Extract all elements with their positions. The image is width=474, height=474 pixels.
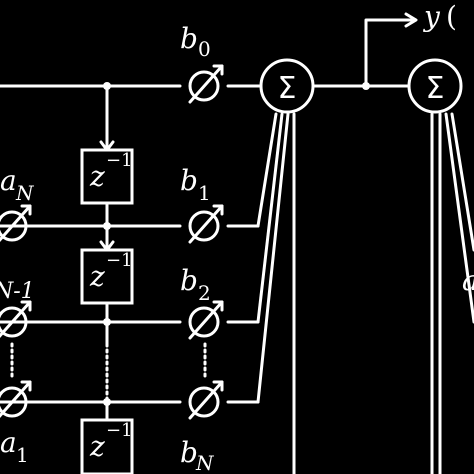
multiplier-aN	[0, 204, 32, 243]
delay-1-z: z	[89, 160, 105, 193]
junction-dot	[103, 222, 111, 230]
multiplier-b2	[188, 300, 224, 340]
label-b2-base: b	[180, 264, 198, 297]
output-label-base: y	[422, 0, 441, 33]
label-aN-1-sub: N-1	[0, 279, 35, 304]
delay-2-exp: −1	[106, 250, 133, 271]
multiplier-bn	[188, 380, 224, 420]
label-aN-sub: N	[15, 181, 35, 205]
junction-dot	[103, 82, 111, 90]
delay-box-3	[80, 418, 134, 474]
junction-dot	[103, 398, 111, 406]
label-aN-base: a	[0, 164, 17, 197]
label-a1-base: a	[0, 426, 17, 459]
label-a1-sub: 1	[16, 443, 29, 467]
label-b1-base: b	[180, 164, 198, 197]
label-b2-sub: 2	[198, 281, 211, 305]
partial-right-label: a	[462, 264, 474, 297]
feed-bn-sum1	[256, 112, 290, 404]
delay-box-2	[80, 248, 134, 305]
feed-b1-sum1	[256, 112, 278, 228]
multiplier-aN-1	[0, 300, 32, 339]
delay-3-z: z	[89, 430, 105, 463]
label-b0-sub: 0	[198, 37, 211, 61]
output-label: y (	[422, 0, 457, 33]
label-bN-sub: N	[195, 451, 215, 474]
label-aN-1: N-1	[0, 279, 35, 304]
junction-dot	[103, 318, 111, 326]
delay-box-1	[80, 148, 134, 205]
label-b2: b 2	[180, 264, 211, 305]
output-label-paren: (	[446, 0, 457, 33]
feed-sum2-4	[450, 112, 474, 252]
label-b0-base: b	[180, 22, 198, 55]
label-bN-base: b	[180, 436, 198, 469]
summer-1	[259, 58, 315, 114]
output-branch-line	[364, 18, 416, 88]
label-a1: a 1	[0, 426, 29, 467]
label-aN: a N	[0, 164, 35, 205]
feed-sum2-3	[444, 112, 474, 324]
delay-1-exp: −1	[106, 150, 133, 171]
feed-b2-sum1	[256, 112, 284, 324]
delay-3-exp: −1	[106, 420, 133, 441]
delay-2-z: z	[89, 260, 105, 293]
summer-2-symbol: Σ	[426, 71, 445, 106]
multiplier-a1	[0, 380, 32, 419]
label-b1-sub: 1	[198, 181, 211, 205]
output-arrow	[404, 12, 418, 28]
summer-1-symbol: Σ	[278, 71, 297, 106]
summer-2	[407, 58, 463, 114]
label-b0: b 0	[180, 22, 211, 61]
label-bN: b N	[180, 436, 215, 474]
junction-dot	[362, 82, 370, 90]
multiplier-b0	[188, 64, 224, 104]
multiplier-b1	[188, 204, 224, 244]
label-b1: b 1	[180, 164, 211, 205]
